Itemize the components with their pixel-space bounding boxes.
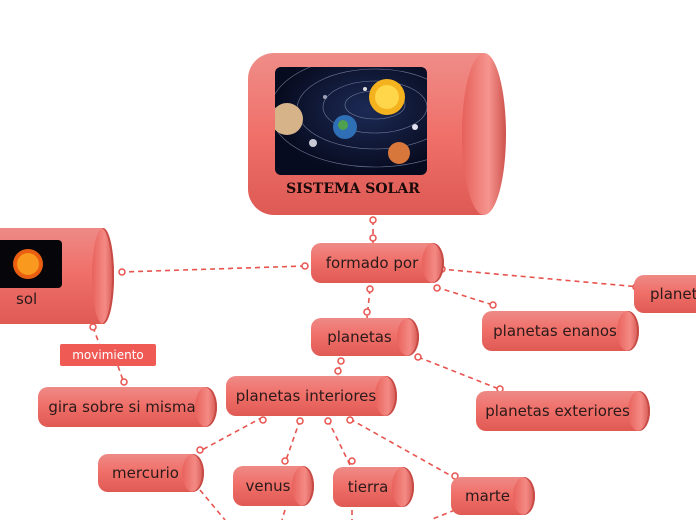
node-tierra[interactable]: tierra [333,467,414,507]
node-planetas-enanos[interactable]: planetas enanos [482,311,639,351]
main-topic-title: SISTEMA SOLAR [286,181,420,197]
node-formado-por[interactable]: formado por [311,243,444,283]
node-sol-label: sol [16,290,38,308]
node-marte[interactable]: marte [451,477,535,515]
node-planetas-interiores-label: planetas interiores [235,387,377,405]
node-marte-label: marte [464,487,511,505]
sun-image [0,240,62,288]
node-gira-sobre-si-misma[interactable]: gira sobre si misma [38,387,217,427]
main-topic-node[interactable]: SISTEMA SOLAR [248,53,506,215]
solar-system-image [275,67,427,175]
node-venus-label: venus [245,477,291,495]
node-planetas[interactable]: planetas [311,318,419,356]
tag-movimiento[interactable]: movimiento [60,344,156,366]
node-planeta-cut[interactable]: planeta [634,275,696,313]
node-formado-por-label: formado por [325,254,419,272]
node-planetas-exteriores[interactable]: planetas exteriores [476,391,650,431]
node-gira-label: gira sobre si misma [48,398,196,416]
node-planetas-enanos-label: planetas enanos [493,322,617,340]
node-planetas-label: planetas [327,328,392,346]
node-mercurio-label: mercurio [112,464,179,482]
node-mercurio[interactable]: mercurio [98,454,204,492]
node-planeta-cut-label: planeta [650,285,696,303]
node-sol[interactable]: sol [0,228,114,324]
node-planetas-interiores[interactable]: planetas interiores [226,376,397,416]
node-tierra-label: tierra [347,478,389,496]
node-venus[interactable]: venus [233,466,314,506]
node-planetas-exteriores-label: planetas exteriores [485,402,630,420]
